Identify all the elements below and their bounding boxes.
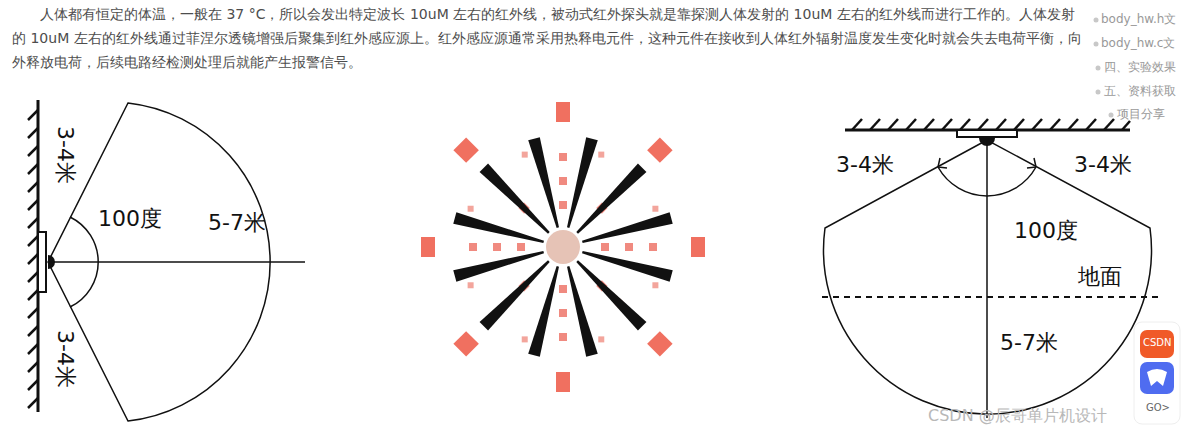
pink-dot <box>468 206 474 212</box>
pink-dash <box>559 309 567 317</box>
toc-item: 项目分享 <box>1117 107 1165 121</box>
pink-block <box>453 137 478 162</box>
pink-block <box>556 102 570 122</box>
toc-item: 四、实验效果 <box>1104 60 1176 74</box>
sensor-center <box>546 230 580 264</box>
dimension-label: 3-4米 <box>836 152 894 178</box>
pink-dash <box>559 201 567 209</box>
ray <box>528 137 559 228</box>
ray <box>582 212 673 243</box>
pink-dot <box>598 152 604 158</box>
icon-label: CSDN <box>1143 337 1172 349</box>
watermark: CSDN @辰哥单片机设计 <box>928 406 1107 425</box>
pink-dash <box>493 243 501 251</box>
pink-dot <box>598 336 604 342</box>
angle-label: 100度 <box>1014 218 1078 244</box>
pink-dash <box>559 177 567 185</box>
pink-dash <box>601 243 609 251</box>
pink-block <box>421 237 435 257</box>
pink-block <box>647 331 672 356</box>
toc-item: 五、资料获取 <box>1104 84 1176 98</box>
pink-block <box>647 137 672 162</box>
detection-pattern <box>421 102 705 392</box>
ray <box>453 251 544 282</box>
wall-hatch <box>28 110 38 408</box>
ceiling-mount-diagram <box>822 119 1160 418</box>
toc-item: body_hw.h文 <box>1101 12 1176 26</box>
dimension-label: 3-4米 <box>1074 152 1132 178</box>
icon-label: GO> <box>1146 402 1170 414</box>
dimension-label: 3-4米 <box>52 126 78 184</box>
paragraph: 人体都有恒定的体温，一般在 37 °C，所以会发出特定波长 10uM 左右的红外… <box>12 2 1087 74</box>
pink-dash <box>469 243 477 251</box>
pink-dash <box>559 153 567 161</box>
pink-dash <box>559 285 567 293</box>
toc-item: body_hw.c文 <box>1101 36 1175 50</box>
pink-dot <box>522 152 528 158</box>
pink-dot <box>468 282 474 288</box>
pink-dot <box>652 282 658 288</box>
ray <box>567 266 598 357</box>
angle-label: 100度 <box>98 206 162 232</box>
dimension-label: 3-4米 <box>52 330 78 388</box>
pink-dot <box>652 206 658 212</box>
floor-label: 地面 <box>1076 264 1124 290</box>
pink-dash <box>517 243 525 251</box>
pink-dash <box>649 243 657 251</box>
dimension-label: 5-7米 <box>1000 330 1058 356</box>
pink-block <box>453 331 478 356</box>
wall-mount-diagram <box>28 100 305 421</box>
pink-block <box>691 237 705 257</box>
dimension-label: 5-7米 <box>208 210 266 236</box>
pink-dash <box>625 243 633 251</box>
pink-dash <box>559 333 567 341</box>
pink-block <box>556 372 570 392</box>
pink-dot <box>522 336 528 342</box>
floating-toolbar <box>1134 322 1180 424</box>
ceiling-hatch <box>852 119 1130 130</box>
